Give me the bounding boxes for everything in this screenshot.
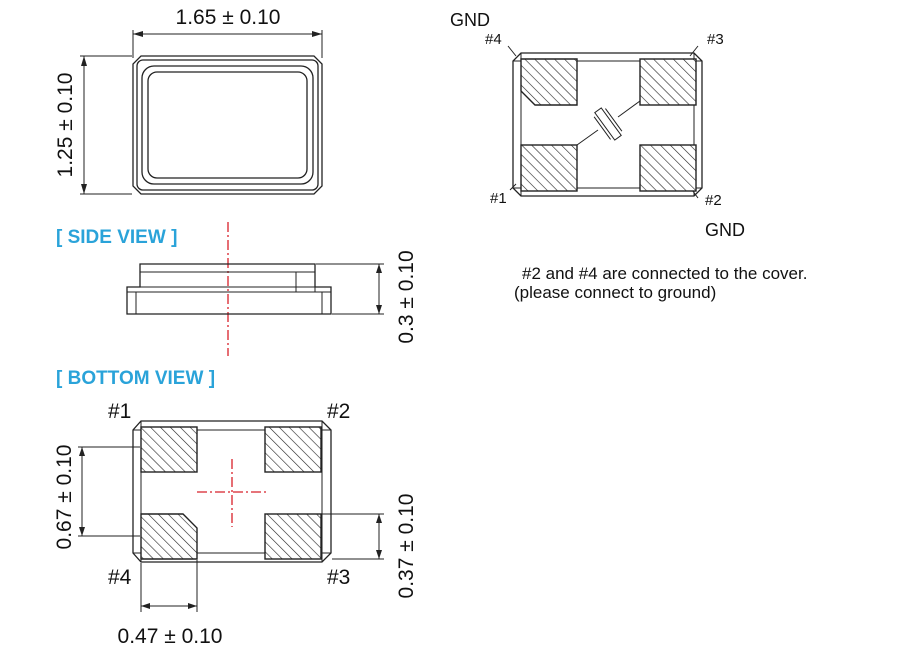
note-line-1: #2 and #4 are connected to the cover. — [522, 264, 807, 283]
bottom-pad-2 — [264, 426, 322, 473]
crystal-symbol — [593, 107, 623, 141]
schem-pin-2-label: #2 — [705, 192, 722, 209]
schem-pin-4-label: #4 — [485, 31, 502, 48]
pad-height-dimension: 0.37 ± 0.10 — [395, 494, 418, 599]
package-outline — [132, 55, 323, 195]
bottom-pin-2-label: #2 — [327, 400, 350, 423]
pad-pitch-dimension: 0.67 ± 0.10 — [53, 445, 76, 550]
bottom-pad-1 — [140, 426, 198, 473]
pinout-schematic: GND #4 #3 #1 #2 GND #2 and #4 are connec… — [450, 10, 807, 302]
bottom-pad-4 — [140, 513, 198, 560]
schem-pin-3-label: #3 — [707, 31, 724, 48]
gnd-top-label: GND — [450, 10, 490, 30]
bottom-pin-4-label: #4 — [108, 566, 132, 589]
bottom-view: [ BOTTOM VIEW ] #1 #2 #3 #4 0.67 ± 0.10 — [53, 368, 418, 648]
gnd-bottom-label: GND — [705, 220, 745, 240]
bottom-pad-3 — [264, 513, 322, 560]
schem-pad-2 — [639, 144, 697, 192]
side-thickness-dimension: 0.3 ± 0.10 — [395, 250, 418, 343]
pad-width-dimension: 0.47 ± 0.10 — [118, 625, 223, 648]
top-height-dimension: 1.25 ± 0.10 — [54, 73, 77, 178]
bottom-pin-3-label: #3 — [327, 566, 350, 589]
schem-pad-3 — [639, 58, 697, 106]
side-view: [ SIDE VIEW ] 0.3 ± 0.10 — [56, 222, 418, 356]
schem-pad-4 — [520, 58, 578, 106]
schem-pad-1 — [520, 144, 578, 192]
note-line-2: (please connect to ground) — [514, 283, 716, 302]
lid-seal-ring — [141, 65, 314, 185]
schem-pin-1-label: #1 — [490, 190, 507, 207]
bottom-pin-1-label: #1 — [108, 400, 131, 423]
top-view: 1.65 ± 0.10 1.25 ± 0.10 — [54, 6, 323, 195]
top-width-dimension: 1.65 ± 0.10 — [176, 6, 281, 29]
side-view-title: [ SIDE VIEW ] — [56, 227, 177, 248]
bottom-view-title: [ BOTTOM VIEW ] — [56, 368, 215, 389]
